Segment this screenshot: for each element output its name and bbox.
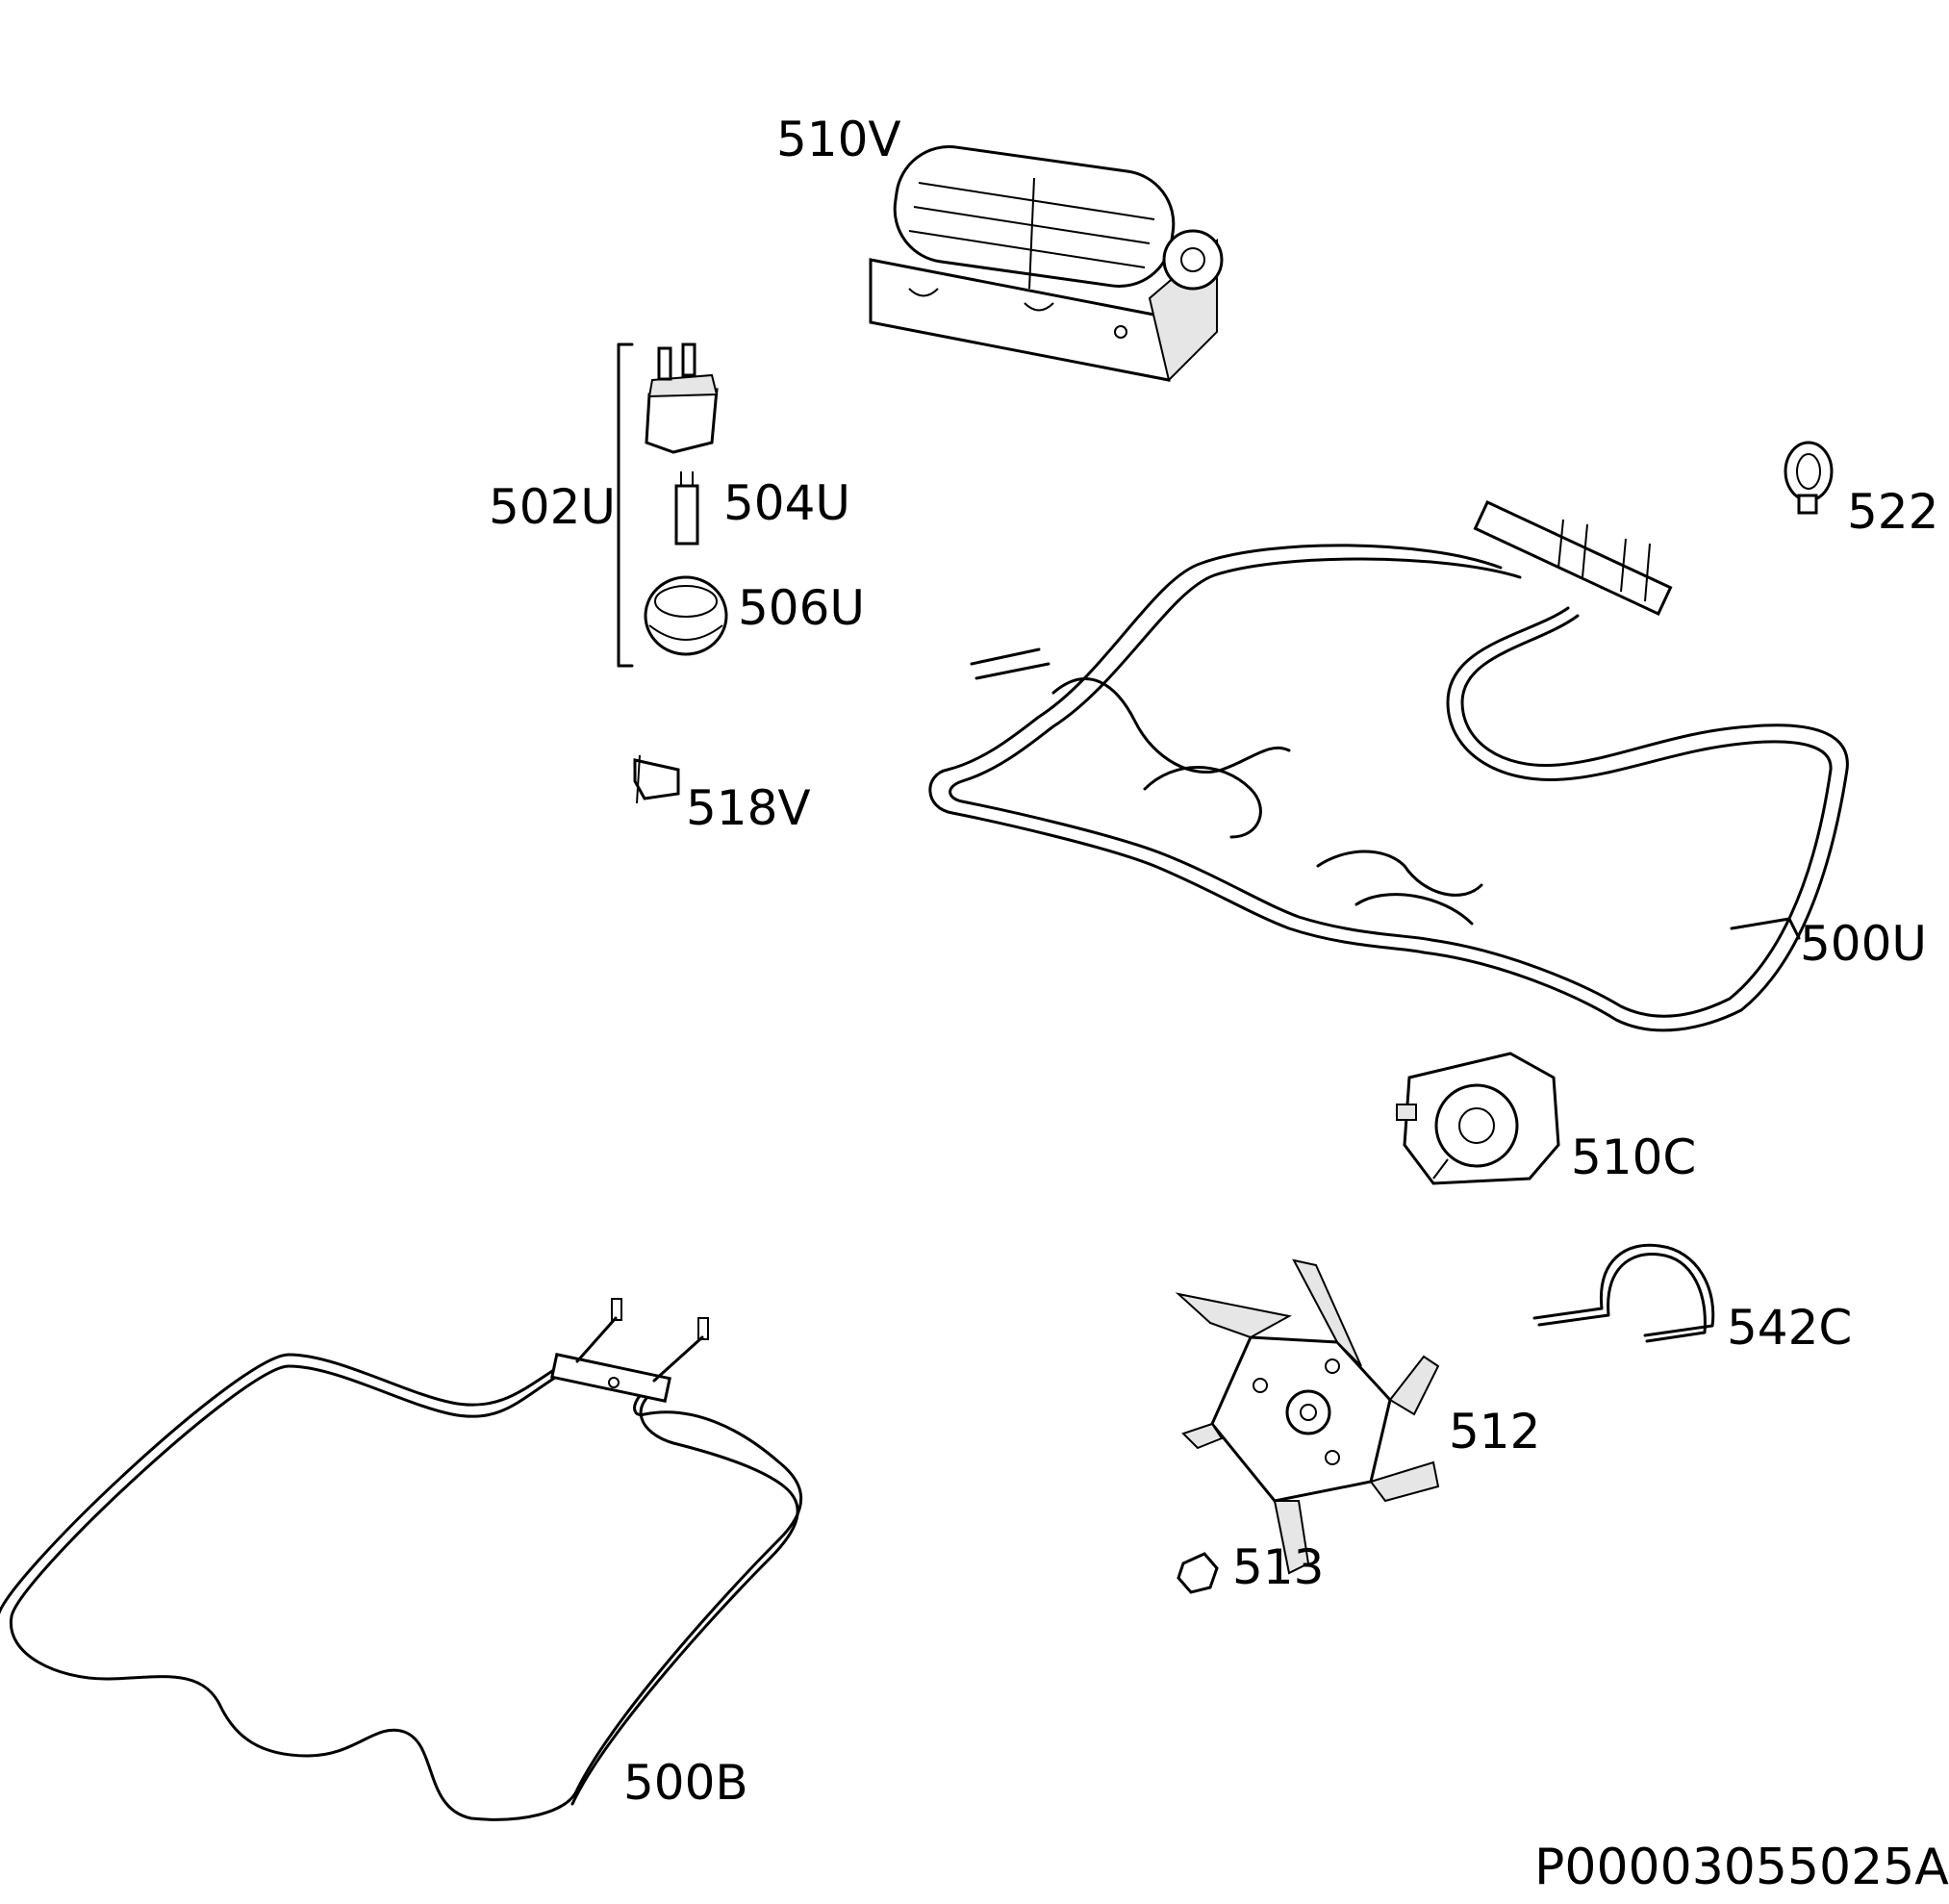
label-504u: 504U: [723, 475, 851, 531]
label-510v: 510V: [776, 112, 901, 167]
label-522: 522: [1847, 484, 1939, 540]
label-518v: 518V: [686, 780, 811, 836]
label-512: 512: [1449, 1404, 1541, 1460]
top-heating-element-500u: [928, 500, 1849, 1032]
clip-518v: [633, 754, 680, 804]
drawing-code: P00003055025A: [1534, 1839, 1949, 1896]
label-513: 513: [1232, 1539, 1325, 1595]
label-506u: 506U: [738, 580, 866, 636]
lamp-holder-502u: [645, 343, 719, 454]
cable-clamp-522: [1784, 441, 1834, 515]
spring-clip-542c: [1532, 1243, 1715, 1343]
label-542c: 542C: [1727, 1300, 1853, 1356]
connector-504u: [674, 471, 699, 546]
tangential-fan-510v: [869, 145, 1224, 382]
lamp-glass-506u: [644, 575, 728, 656]
group-bracket-502u: [617, 343, 634, 668]
fan-motor-510c: [1396, 1052, 1560, 1185]
label-502u: 502U: [489, 479, 617, 535]
label-500u: 500U: [1800, 916, 1928, 972]
bottom-heating-element-500b: [0, 1298, 803, 1821]
nut-513: [1177, 1552, 1219, 1594]
label-510c: 510C: [1571, 1130, 1697, 1185]
fan-blade-512: [1175, 1258, 1440, 1575]
label-500b: 500B: [623, 1755, 748, 1811]
